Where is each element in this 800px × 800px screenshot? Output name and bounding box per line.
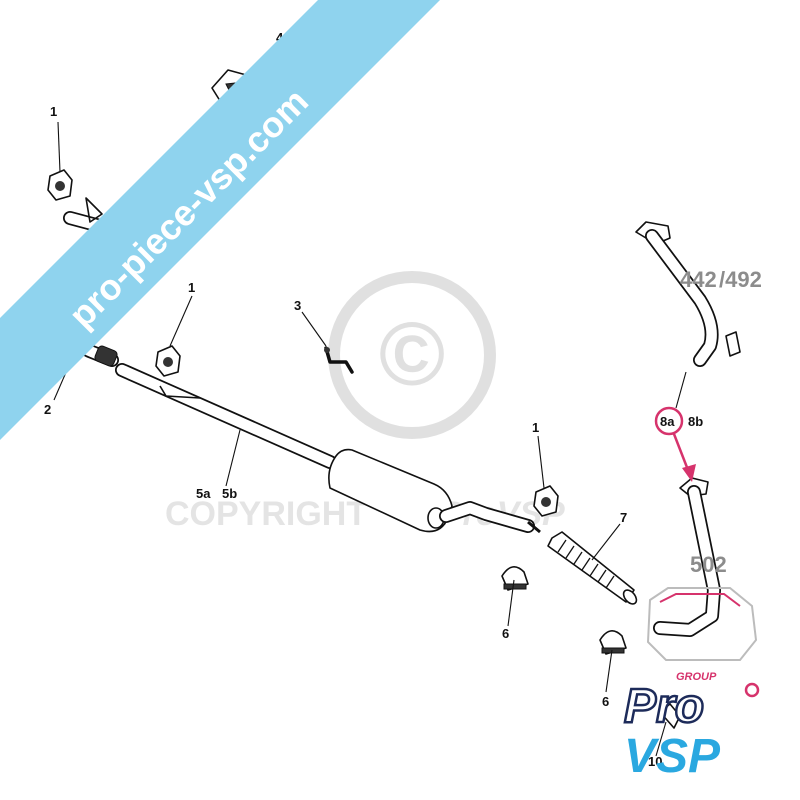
ref-492: /492 bbox=[719, 267, 762, 292]
part-3-clip bbox=[324, 346, 354, 374]
label-1-right: 1 bbox=[532, 420, 539, 435]
label-8a: 8a bbox=[660, 414, 675, 429]
copyright-symbol: © bbox=[379, 305, 445, 405]
label-3: 3 bbox=[294, 298, 301, 313]
part-5-rear-silencer bbox=[115, 363, 541, 534]
label-5b: 5b bbox=[222, 486, 237, 501]
label-2: 2 bbox=[44, 402, 51, 417]
part-1-mount-middle bbox=[155, 345, 181, 377]
part-502-down-pipe bbox=[653, 477, 721, 637]
part-6-clamp-left bbox=[501, 566, 529, 591]
copyright-text: COPYRIGHT bbox=[165, 495, 367, 533]
logo-group-text: GROUP bbox=[676, 671, 717, 683]
label-8b: 8b bbox=[688, 414, 703, 429]
banner-url-text: pro-piece-vsp.com bbox=[61, 80, 316, 335]
part-442-front-pipe bbox=[635, 221, 741, 367]
highlight-arrow bbox=[654, 406, 696, 482]
ref-442: 442 bbox=[680, 267, 717, 292]
ref-502: 502 bbox=[690, 552, 727, 577]
part-7-flex-pipe bbox=[547, 531, 638, 605]
label-4: 4 bbox=[276, 30, 284, 45]
part-1-mount-right bbox=[533, 485, 559, 517]
label-10: 10 bbox=[648, 754, 662, 769]
label-6-left: 6 bbox=[502, 626, 509, 641]
leader-lines bbox=[53, 43, 687, 757]
label-6-right: 6 bbox=[602, 694, 609, 709]
part-10-bracket bbox=[659, 703, 681, 729]
provsp-logo: GROUP Pro VSP bbox=[623, 587, 760, 783]
logo-vsp-text: VSP bbox=[624, 730, 721, 783]
label-7: 7 bbox=[620, 510, 627, 525]
label-1-top: 1 bbox=[50, 104, 57, 119]
part-6-clamp-right bbox=[599, 630, 627, 655]
part-1-mount-top bbox=[47, 169, 73, 201]
label-1-middle: 1 bbox=[188, 280, 195, 295]
logo-pro-text: Pro bbox=[624, 680, 704, 733]
label-5a: 5a bbox=[196, 486, 211, 501]
